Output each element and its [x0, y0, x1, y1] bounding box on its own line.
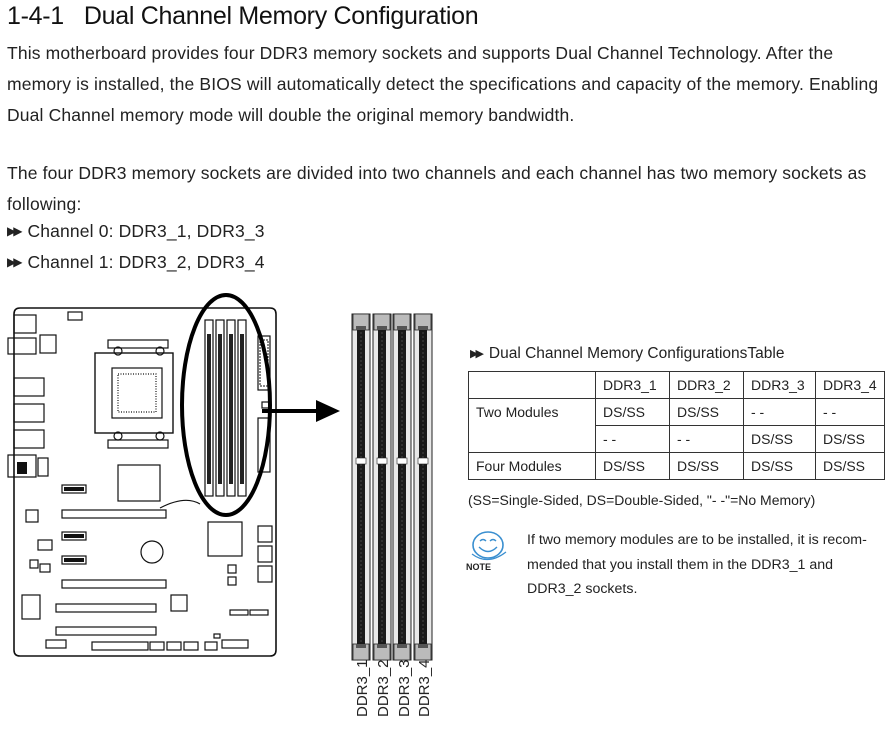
dimm-slot-1	[351, 313, 371, 661]
table-cell: DS/SS	[815, 452, 885, 480]
dimm-slot-2	[372, 313, 392, 661]
dimm-slots-diagram	[351, 313, 433, 661]
bullet-text: Channel 1: DDR3_2, DDR3_4	[27, 252, 265, 272]
memory-config-table: DDR3_1 DDR3_2 DDR3_3 DDR3_4 Two Modules …	[468, 371, 885, 480]
table-header-cell: DDR3_4	[815, 371, 885, 399]
dimm-slot-3	[392, 313, 412, 661]
dimm-label-2: DDR3_2	[375, 659, 392, 717]
table-cell: DS/SS	[743, 425, 816, 453]
dimm-label-1: DDR3_1	[354, 659, 371, 717]
table-cell: - -	[669, 425, 744, 453]
dimm-label-4: DDR3_4	[416, 659, 433, 717]
table-header-cell: DDR3_1	[595, 371, 670, 399]
bullet-channel-0: ▶▶ Channel 0: DDR3_1, DDR3_3	[7, 221, 265, 242]
table-cell: DS/SS	[815, 425, 885, 453]
table-cell: DS/SS	[669, 398, 744, 426]
bullet-text: Channel 0: DDR3_1, DDR3_3	[27, 221, 265, 241]
table-cell	[468, 425, 596, 453]
note-icon: NOTE	[466, 531, 507, 572]
table-cell: - -	[595, 425, 670, 453]
highlight-ellipse	[180, 293, 272, 517]
table-legend: (SS=Single-Sided, DS=Double-Sided, "- -"…	[468, 492, 816, 508]
note-icon-label: NOTE	[466, 562, 491, 572]
table-cell: DS/SS	[595, 452, 670, 480]
table-cell: DS/SS	[669, 452, 744, 480]
table-header-cell	[468, 371, 596, 399]
section-number: 1-4-1	[7, 2, 64, 30]
dimm-slot-4	[413, 313, 433, 661]
double-arrow-icon: ▶▶	[7, 224, 23, 238]
table-cell: DS/SS	[743, 452, 816, 480]
motherboard-diagram	[7, 293, 340, 657]
double-arrow-icon: ▶▶	[470, 348, 484, 360]
table-cell: - -	[815, 398, 885, 426]
intro-paragraph: This motherboard provides four DDR3 memo…	[7, 43, 879, 125]
table-header-cell: DDR3_2	[669, 371, 744, 399]
table-cell: Two Modules	[468, 398, 596, 426]
double-arrow-icon: ▶▶	[7, 255, 23, 269]
table-header-cell: DDR3_3	[743, 371, 816, 399]
note-text: If two memory modules are to be installe…	[527, 532, 867, 597]
channels-paragraph: The four DDR3 memory sockets are divided…	[7, 163, 867, 214]
table-cell: DS/SS	[595, 398, 670, 426]
table-row: Four Modules DS/SS DS/SS DS/SS DS/SS	[468, 452, 885, 480]
dimm-label-3: DDR3_3	[396, 659, 413, 717]
table-cell: Four Modules	[468, 452, 596, 480]
section-heading: 1-4-1 Dual Channel Memory Configuration	[7, 2, 479, 31]
arrow-icon	[316, 400, 340, 422]
table-row: Two Modules DS/SS DS/SS - - - -	[468, 398, 885, 426]
table-title: ▶▶Dual Channel Memory ConfigurationsTabl…	[470, 345, 785, 362]
bullet-channel-1: ▶▶ Channel 1: DDR3_2, DDR3_4	[7, 252, 265, 273]
table-row: - - - - DS/SS DS/SS	[468, 425, 885, 453]
section-title: Dual Channel Memory Configuration	[83, 2, 479, 30]
table-cell: - -	[743, 398, 816, 426]
table-header-row: DDR3_1 DDR3_2 DDR3_3 DDR3_4	[468, 371, 885, 399]
